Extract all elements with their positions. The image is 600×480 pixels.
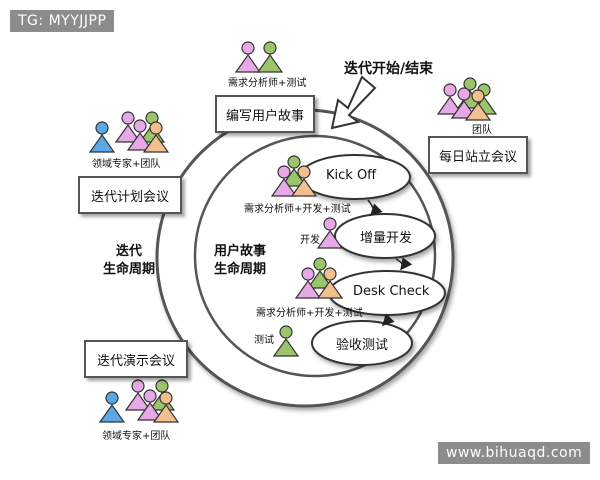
inner-cycle-label-line-2: 生命周期 (214, 262, 267, 277)
stage-kickoff-role: 需求分析师+开发+测试 (244, 204, 351, 215)
start-end-arrow-icon (330, 75, 377, 130)
people-group-daily-standup-icon (436, 77, 498, 121)
outer-cycle-label-line-1: 迭代 (116, 244, 143, 259)
role-daily-standup: 团队 (472, 125, 492, 136)
inner-cycle-label: 用户故事 生命周期 (214, 243, 266, 279)
outer-cycle-label: 迭代 生命周期 (103, 243, 155, 279)
start-end-label: 迭代开始/结束 (344, 61, 434, 77)
stage-incremental-dev-role: 开发 (300, 235, 320, 246)
watermark-top-left: TG: MYYJJPP (10, 10, 115, 32)
stage-incremental-dev-label: 增量开发 (360, 231, 413, 246)
inner-cycle-label-line-1: 用户故事 (214, 244, 267, 259)
people-group-iteration-demo-icon (98, 379, 180, 423)
role-iteration-demo: 领域专家+团队 (102, 431, 171, 442)
stage-acceptance-test-label: 验收测试 (336, 338, 389, 353)
people-group-kickoff-icon (270, 155, 318, 197)
stage-acceptance-test-bubble[interactable] (311, 320, 413, 366)
flow-arrow-2 (395, 257, 413, 271)
box-iteration-demo[interactable]: 迭代演示会议 (84, 340, 188, 378)
people-group-write-story-icon (234, 41, 284, 73)
flow-arrow-1 (367, 199, 383, 217)
box-write-user-story[interactable]: 编写用户故事 (215, 95, 315, 133)
stage-kickoff-label: Kick Off (326, 168, 377, 183)
stage-acceptance-test-role: 测试 (254, 335, 274, 346)
stage-incremental-dev-bubble[interactable] (334, 213, 436, 259)
box-iteration-planning[interactable]: 迭代计划会议 (78, 176, 182, 214)
box-daily-standup[interactable]: 每日站立会议 (428, 136, 528, 174)
watermark-bottom-right: www.bihuaqd.com (438, 442, 591, 464)
people-group-acceptance-test-icon (272, 325, 300, 357)
flow-arrow-3 (381, 313, 395, 327)
people-group-iteration-planning-icon (88, 111, 170, 153)
people-group-desk-check-icon (294, 257, 344, 299)
role-write-story: 需求分析师+测试 (228, 78, 307, 89)
people-group-incremental-dev-icon (316, 217, 344, 249)
stage-desk-check-role: 需求分析师+开发+测试 (256, 308, 363, 319)
outer-cycle-label-line-2: 生命周期 (103, 262, 156, 277)
role-iteration-planning: 领域专家+团队 (92, 159, 161, 170)
stage-desk-check-label: Desk Check (353, 284, 430, 299)
